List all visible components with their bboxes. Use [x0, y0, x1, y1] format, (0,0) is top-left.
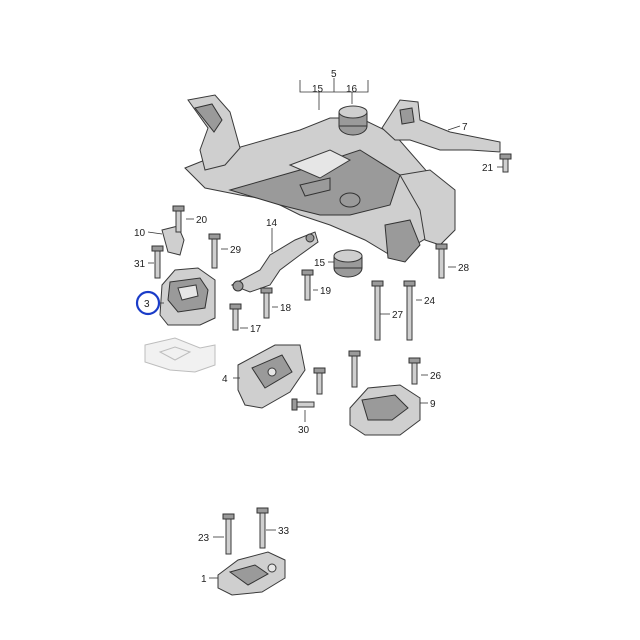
gearbox-bracket [237, 344, 306, 409]
bracket-10 [161, 225, 185, 256]
callout-16: 16 [346, 84, 358, 95]
callout-1: 1 [201, 574, 207, 585]
mount-1 [217, 551, 286, 596]
subframe [184, 94, 456, 278]
callout-3: 3 [144, 299, 150, 310]
callout-15-top: 15 [312, 84, 324, 95]
leader-lines [147, 78, 503, 579]
callout-21: 21 [482, 163, 494, 174]
callout-30: 30 [298, 425, 310, 436]
callout-7: 7 [462, 122, 468, 133]
callout-23: 23 [198, 533, 210, 544]
callout-33: 33 [278, 526, 290, 537]
callout-10: 10 [134, 228, 146, 239]
gearbox-mount [349, 384, 421, 436]
callout-3-highlight-ring [135, 290, 161, 316]
callout-27: 27 [392, 310, 404, 321]
callout-9: 9 [430, 399, 436, 410]
callout-31: 31 [134, 259, 146, 270]
callout-15-mid: 15 [314, 258, 326, 269]
callout-17: 17 [250, 324, 262, 335]
callout-28: 28 [458, 263, 470, 274]
callout-18: 18 [280, 303, 292, 314]
callout-4: 4 [222, 374, 228, 385]
callout-26: 26 [430, 371, 442, 382]
bolts [151, 153, 512, 555]
torque-strut [230, 231, 319, 293]
callout-24: 24 [424, 296, 436, 307]
callout-14: 14 [266, 218, 278, 229]
callout-20: 20 [196, 215, 208, 226]
engine-mount [144, 267, 216, 373]
callout-labels: 5 15 16 7 21 20 10 29 31 14 15 28 19 18 … [134, 69, 494, 585]
callout-5: 5 [331, 69, 337, 80]
callout-19: 19 [320, 286, 332, 297]
brace [381, 99, 501, 153]
callout-29: 29 [230, 245, 242, 256]
